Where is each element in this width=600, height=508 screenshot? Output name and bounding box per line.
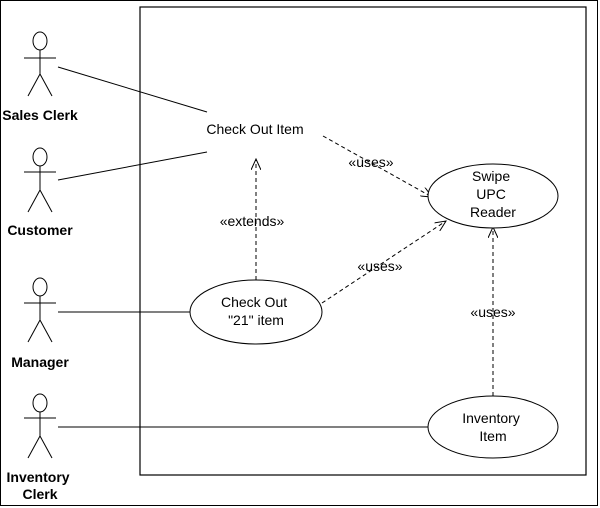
association-customer-check-out-item [57, 151, 208, 181]
relation-label-extends: «extends» [220, 213, 285, 229]
actor-manager [24, 277, 56, 343]
use-case-label-check-out-21-item: Check Out "21" item [221, 294, 291, 328]
association-sales-clerk-check-out-item [57, 66, 208, 113]
actor-label-manager: Manager [11, 354, 69, 370]
actor-sales-clerk [24, 31, 56, 97]
uses-arrow-21-to-swipe [321, 221, 446, 304]
relation-label-uses-2: «uses» [357, 258, 402, 274]
system-boundary [139, 6, 587, 476]
actor-label-inventory-clerk: Inventory Clerk [7, 469, 74, 502]
use-case-label-swipe-upc-reader: Swipe UPC Reader [470, 168, 516, 220]
use-case-label-check-out-item: Check Out Item [206, 121, 303, 137]
use-case-check-out-21-item [189, 279, 323, 345]
relation-label-uses-3: «uses» [470, 304, 515, 320]
use-case-swipe-upc-reader [427, 163, 559, 229]
use-case-label-inventory-item: Inventory Item [462, 410, 523, 444]
actor-label-sales-clerk: Sales Clerk [2, 107, 78, 123]
actor-label-customer: Customer [7, 222, 73, 238]
use-case-inventory-item [427, 395, 559, 459]
actor-customer [24, 147, 56, 213]
actor-inventory-clerk [24, 393, 56, 459]
relation-label-uses-1: «uses» [348, 154, 393, 170]
